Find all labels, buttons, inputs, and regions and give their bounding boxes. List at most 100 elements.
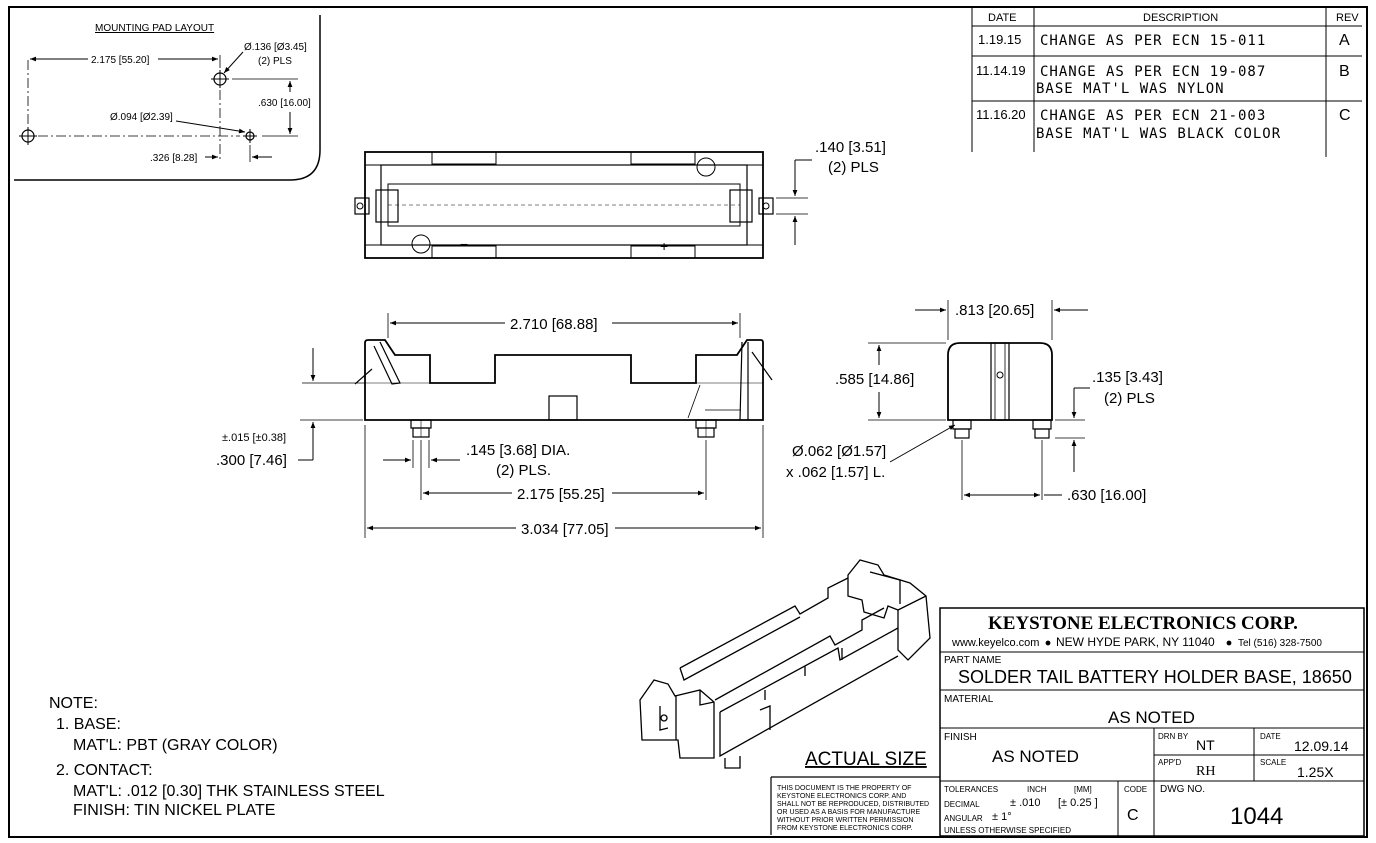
rev-row-date: 11.14.19 (976, 63, 1026, 78)
rev-row-desc-2: BASE MAT'L WAS BLACK COLOR (1036, 126, 1281, 142)
tail-diameter-dim: Ø.062 [Ø1.57] (792, 443, 886, 460)
decimal-value: ± .010 (1010, 797, 1041, 809)
company-name: KEYSTONE ELECTRONICS CORP. (988, 613, 1298, 634)
disclaimer-line: FROM KEYSTONE ELECTRONICS CORP. (777, 825, 913, 832)
tail-length-dim: x .062 [1.57] L. (786, 464, 885, 481)
dwg-no-label: DWG NO. (1160, 784, 1205, 795)
angular-value: ± 1° (992, 811, 1012, 823)
mm-label: [MM] (1074, 785, 1092, 794)
disclaimer-line: THIS DOCUMENT IS THE PROPERTY OF (777, 785, 911, 792)
appd-label: APP'D (1158, 758, 1182, 767)
disclaimer-box: THIS DOCUMENT IS THE PROPERTY OF KEYSTON… (770, 776, 940, 835)
drn-by-label: DRN BY (1158, 732, 1189, 741)
end-pin-left (952, 419, 972, 439)
part-name: SOLDER TAIL BATTERY HOLDER BASE, 18650 (958, 667, 1352, 687)
revision-table: DATE DESCRIPTION REV 1.19.15 CHANGE AS P… (971, 8, 1362, 157)
dwg-no-value: 1044 (1230, 803, 1283, 830)
rev-header-description: DESCRIPTION (1143, 12, 1218, 24)
mounting-pad-layout: MOUNTING PAD LAYOUT 2.175 [55.20] Ø.136 … (14, 15, 321, 181)
pad-offset-dim: .326 [8.28] (150, 153, 197, 164)
disclaimer-line: SHALL NOT BE REPRODUCED, DISTRIBUTED (777, 801, 929, 808)
rev-row-desc: CHANGE AS PER ECN 19-087 (1040, 64, 1266, 80)
rev-header-rev: REV (1336, 12, 1359, 24)
sheet-border (8, 6, 1368, 838)
unless-label: UNLESS OTHERWISE SPECIFIED (944, 826, 1071, 835)
note-line: MAT'L: PBT (GRAY COLOR) (73, 737, 278, 754)
rev-row-date: 1.19.15 (978, 32, 1021, 47)
rev-row-date: 11.16.20 (976, 107, 1026, 122)
pin-diameter-note: (2) PLS. (496, 462, 551, 479)
disclaimer-line: WITHOUT PRIOR WRITTEN PERMISSION (777, 817, 913, 824)
tab-width-note: (2) PLS (828, 159, 879, 176)
rev-row-desc: CHANGE AS PER ECN 21-003 (1040, 108, 1266, 124)
finish-label: FINISH (944, 732, 977, 743)
disclaimer-line: OR USED AS A BASIS FOR MANUFACTURE (777, 809, 920, 816)
end-width-dim: .813 [20.65] (955, 302, 1034, 319)
end-pin-length-note: (2) PLS (1104, 390, 1155, 407)
scale-value: 1.25X (1297, 764, 1334, 780)
date-value: 12.09.14 (1294, 738, 1349, 754)
actual-size-label: ACTUAL SIZE (805, 749, 927, 770)
polarity-plus: + (660, 238, 668, 254)
rev-row-desc: CHANGE AS PER ECN 15-011 (1040, 33, 1266, 49)
finish-value: AS NOTED (992, 747, 1079, 766)
isometric-view (639, 559, 931, 769)
side-view: 2.710 [68.88] ±.015 [±0.38] .300 [7.46] … (216, 313, 773, 538)
part-name-label: PART NAME (944, 655, 1002, 666)
rev-row-rev: C (1339, 107, 1351, 124)
end-pin-spacing-dim: .630 [16.00] (1067, 487, 1146, 504)
title-block: KEYSTONE ELECTRONICS CORP. www.keyelco.c… (939, 607, 1365, 837)
pad-large-hole-dim: Ø.136 [Ø3.45] (244, 42, 307, 53)
appd-value: RH (1196, 764, 1215, 779)
code-value: C (1127, 807, 1139, 824)
rev-row-rev: B (1339, 63, 1350, 80)
pad-hole-large-right (211, 70, 229, 88)
end-height-dim: .585 [14.86] (835, 371, 914, 388)
side-height-dim: .300 [7.46] (216, 452, 287, 469)
notes-block: NOTE: 1. BASE: MAT'L: PBT (GRAY COLOR) 2… (49, 695, 385, 819)
notes-heading: NOTE: (49, 695, 98, 712)
pad-layout-title: MOUNTING PAD LAYOUT (95, 23, 214, 34)
end-view: .813 [20.65] .585 [14.86] .135 [3.43] (2… (786, 300, 1163, 504)
drn-by-value: NT (1196, 737, 1215, 753)
pad-spacing-dim: 2.175 [55.20] (91, 55, 150, 66)
pad-large-hole-note: (2) PLS (258, 56, 292, 67)
inch-label: INCH (1027, 785, 1047, 794)
company-tel: Tel (516) 328-7500 (1238, 638, 1322, 649)
tolerances-label: TOLERANCES (944, 785, 998, 794)
overall-length-dim: 3.034 [77.05] (521, 521, 609, 538)
decimal-label: DECIMAL (944, 800, 980, 809)
material-value: AS NOTED (1108, 708, 1195, 727)
date-label: DATE (1260, 732, 1281, 741)
height-tolerance-dim: ±.015 [±0.38] (222, 432, 286, 444)
note-line: MAT'L: .012 [0.30] THK STAINLESS STEEL (73, 783, 385, 800)
scale-label: SCALE (1260, 758, 1286, 767)
note-line: FINISH: TIN NICKEL PLATE (73, 802, 275, 819)
angular-label: ANGULAR (944, 814, 983, 823)
pad-hole-small (243, 129, 257, 143)
disclaimer-line: KEYSTONE ELECTRONICS CORP. AND (777, 793, 906, 800)
inner-length-dim: 2.710 [68.88] (510, 316, 598, 333)
pin-spacing-dim: 2.175 [55.25] (517, 486, 605, 503)
note-line: 2. CONTACT: (56, 762, 153, 779)
code-label: CODE (1124, 785, 1147, 794)
top-view: − + .140 [3.51] (2) PLS (354, 139, 886, 259)
end-pin-right (1032, 419, 1052, 439)
end-pin-length-dim: .135 [3.43] (1092, 369, 1163, 386)
note-line: 1. BASE: (56, 716, 121, 733)
polarity-minus: − (460, 236, 468, 252)
pin-diameter-dim: .145 [3.68] DIA. (466, 442, 570, 459)
company-web: www.keyelco.com (951, 637, 1039, 649)
side-pin-left (410, 419, 432, 438)
pad-hole-large-left (19, 127, 37, 145)
rev-row-desc-2: BASE MAT'L WAS NYLON (1036, 81, 1225, 97)
decimal-mm: [± 0.25 ] (1058, 797, 1098, 809)
pad-vertical-dim: .630 [16.00] (258, 98, 311, 109)
side-pin-right (695, 419, 717, 438)
company-city: NEW HYDE PARK, NY 11040 (1056, 635, 1215, 649)
pad-small-hole-dim: Ø.094 [Ø2.39] (110, 112, 173, 123)
tab-width-dim: .140 [3.51] (815, 139, 886, 156)
material-label: MATERIAL (944, 694, 994, 705)
rev-header-date: DATE (988, 12, 1017, 24)
